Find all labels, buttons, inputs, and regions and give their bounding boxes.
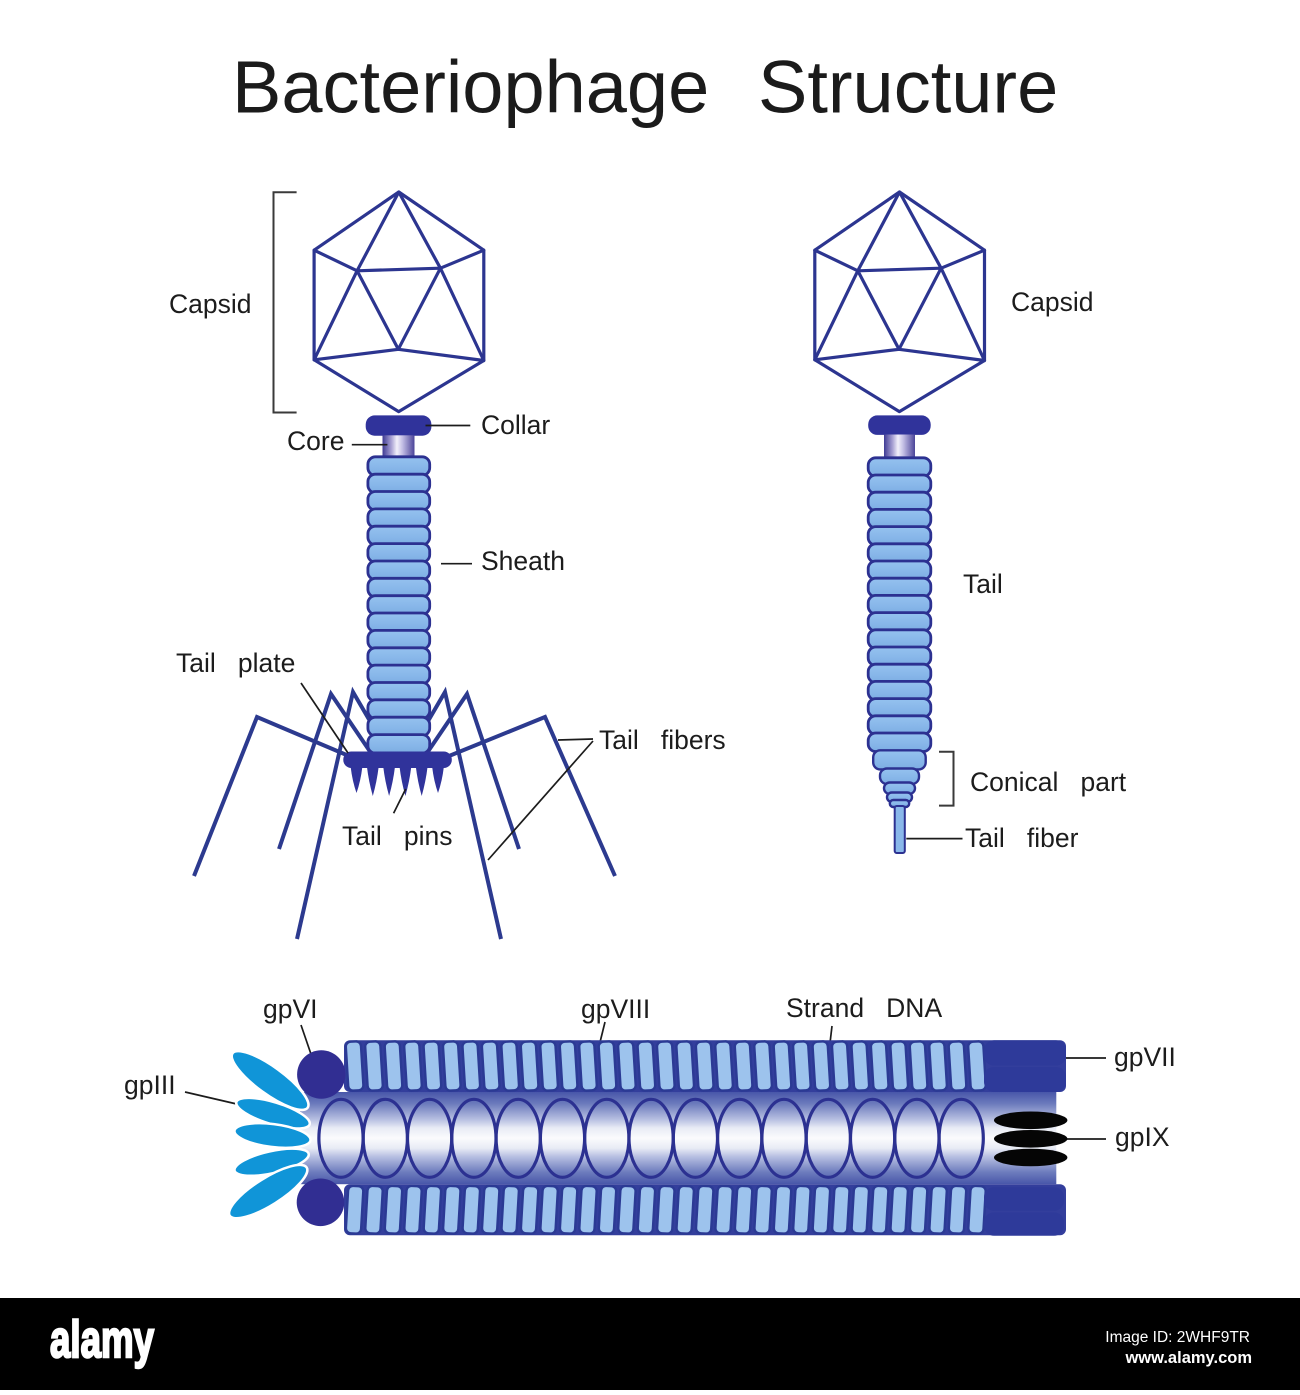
svg-text:Tail pins: Tail pins	[342, 821, 452, 851]
svg-text:gpVIII: gpVIII	[581, 994, 650, 1024]
svg-text:gpIII: gpIII	[124, 1070, 176, 1100]
svg-text:Capsid: Capsid	[1011, 287, 1094, 317]
svg-text:Image ID: 2WHF9TR: Image ID: 2WHF9TR	[1105, 1329, 1250, 1346]
svg-text:Bacteriophage: Bacteriophage	[232, 46, 709, 129]
svg-text:Structure: Structure	[758, 46, 1058, 129]
svg-text:www.alamy.com: www.alamy.com	[1124, 1349, 1252, 1367]
svg-text:gpVI: gpVI	[263, 994, 318, 1024]
svg-text:Tail fibers: Tail fibers	[599, 725, 726, 755]
svg-text:gpIX: gpIX	[1115, 1122, 1170, 1152]
svg-text:Tail plate: Tail plate	[176, 648, 295, 678]
svg-text:Core: Core	[287, 426, 344, 456]
svg-text:gpVII: gpVII	[1114, 1042, 1176, 1072]
svg-text:alamy: alamy	[50, 1311, 154, 1369]
svg-text:Collar: Collar	[481, 410, 550, 440]
svg-text:Tail fiber: Tail fiber	[965, 823, 1079, 853]
svg-text:Capsid: Capsid	[169, 289, 252, 319]
svg-text:Tail: Tail	[963, 569, 1003, 599]
svg-text:Conical part: Conical part	[970, 767, 1127, 797]
svg-text:Strand DNA: Strand DNA	[786, 993, 942, 1023]
svg-text:Sheath: Sheath	[481, 546, 565, 576]
